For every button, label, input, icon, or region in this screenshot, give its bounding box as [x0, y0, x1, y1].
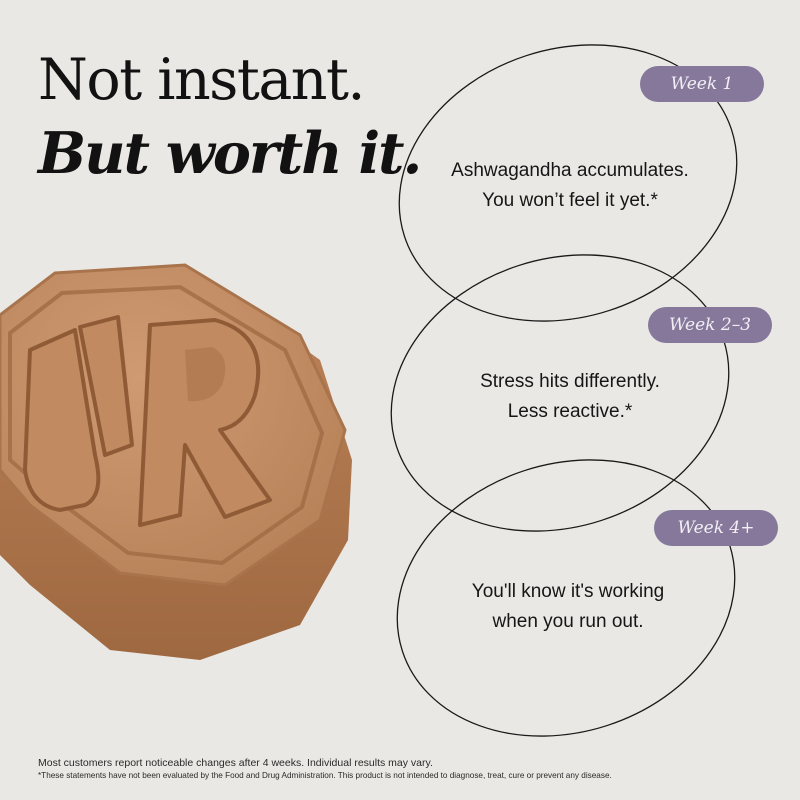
week-2-3-line-2: Less reactive.*: [507, 401, 633, 422]
week-1-line-1: Ashwagandha accumulates.: [451, 160, 689, 181]
week-1-badge: Week 1: [640, 66, 764, 102]
week-2-3-badge: Week 2–3: [648, 307, 772, 343]
week-4-line-1: You'll know it's working: [471, 581, 665, 602]
headline-line-2: But worth it.: [38, 120, 422, 187]
footer: Most customers report noticeable changes…: [38, 756, 612, 782]
week-2-3-line-1: Stress hits differently.: [480, 371, 660, 392]
week-4-text: You'll know it's working when you run ou…: [418, 577, 718, 637]
week-1-text: Ashwagandha accumulates. You won’t feel …: [420, 156, 720, 216]
week-4-line-2: when you run out.: [492, 611, 644, 632]
week-4-badge: Week 4+: [654, 510, 778, 546]
results-note: Most customers report noticeable changes…: [38, 757, 433, 769]
headline-line-1: Not instant.: [38, 47, 366, 113]
week-2-3-text: Stress hits differently. Less reactive.*: [420, 367, 720, 427]
week-1-line-2: You won’t feel it yet.*: [482, 190, 658, 211]
headline: Not instant. But worth it.: [38, 47, 422, 187]
gummy-image: [0, 263, 352, 660]
fda-disclaimer: *These statements have not been evaluate…: [38, 771, 612, 780]
